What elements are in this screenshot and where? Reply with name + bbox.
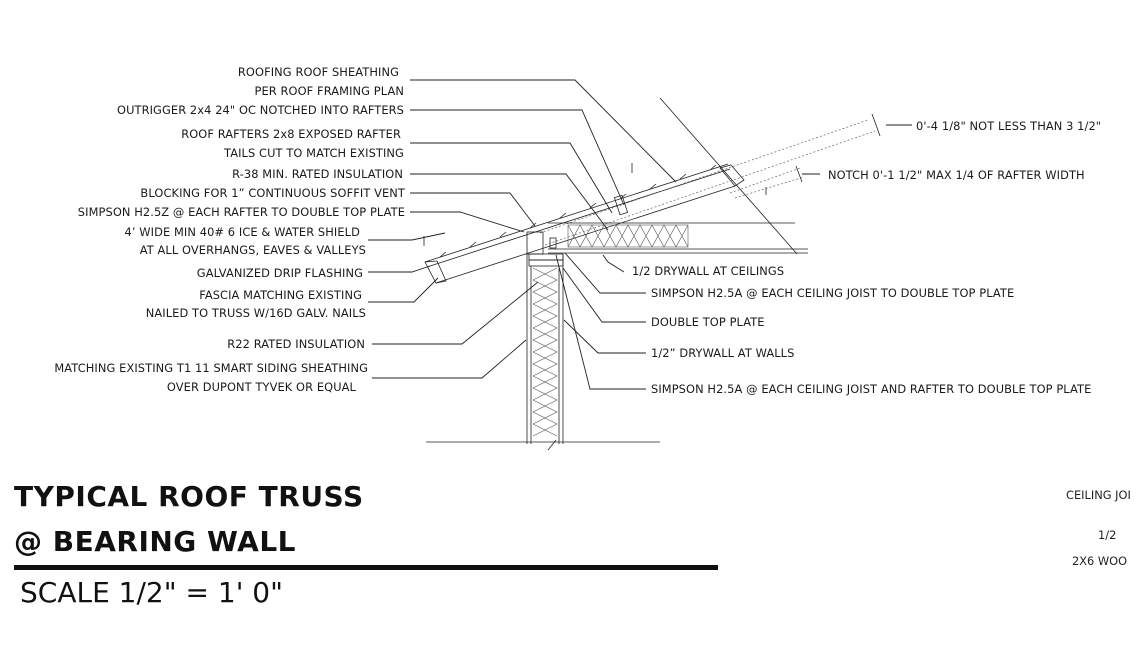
label-roof-rafters: ROOF RAFTERS 2x8 EXPOSED RAFTER	[181, 127, 401, 141]
label-drip-flashing: GALVANIZED DRIP FLASHING	[197, 266, 363, 280]
label-simpson-joist-rafter: SIMPSON H2.5A @ EACH CEILING JOIST AND R…	[651, 382, 1091, 396]
left-labels: ROOFING ROOF SHEATHING PER ROOF FRAMING …	[54, 65, 405, 394]
leader-outrigger	[410, 109, 625, 206]
right-leader-lines	[555, 124, 912, 390]
notch-extension-2	[734, 176, 805, 199]
label-roofing-sheathing: ROOFING ROOF SHEATHING	[238, 65, 399, 79]
drawing-title-line1: TYPICAL ROOF TRUSS	[14, 480, 364, 513]
leader-r38	[410, 173, 609, 231]
roof-slope-line	[659, 97, 798, 255]
outrigger-block	[613, 194, 629, 216]
leader-simpson-joist-rafter	[555, 254, 646, 390]
label-dimension-4-1-8: 0'-4 1/8" NOT LESS THAN 3 1/2"	[916, 119, 1101, 133]
drawing-title-line2: @ BEARING WALL	[14, 525, 297, 558]
leader-r22	[372, 281, 539, 345]
dim-extension-2	[544, 130, 876, 246]
leader-double-top-plate	[562, 267, 646, 323]
leader-roofing	[410, 79, 677, 183]
left-leader-lines	[368, 79, 677, 379]
roof-sheathing-bottom	[426, 168, 731, 268]
roof-sheathing-top	[424, 163, 729, 263]
notch-extension-1	[729, 167, 801, 194]
drawing-scale: SCALE 1/2" = 1' 0"	[20, 576, 283, 609]
leader-simpson-ceiling	[564, 252, 646, 294]
leader-drywall-ceiling	[602, 254, 625, 273]
leader-blocking	[410, 192, 536, 227]
label-rafter-tails: TAILS CUT TO MATCH EXISTING	[223, 146, 404, 160]
cutoff-2x6-label: 2X6 WOO	[1072, 554, 1128, 568]
top-plate-1	[528, 253, 564, 261]
break-mark	[547, 439, 557, 451]
ceiling-insulation-pattern	[567, 224, 689, 248]
label-simpson-ceiling-joist: SIMPSON H2.5A @ EACH CEILING JOIST TO DO…	[651, 286, 1014, 300]
label-double-top-plate: DOUBLE TOP PLATE	[651, 315, 765, 329]
upper-fascia	[719, 164, 745, 187]
label-fascia: FASCIA MATCHING EXISTING	[199, 288, 362, 302]
label-r22-insulation: R22 RATED INSULATION	[227, 337, 365, 351]
cutoff-ceiling-joist-label: CEILING JOI	[1066, 488, 1131, 502]
label-tyvek: OVER DUPONT TYVEK OR EQUAL	[167, 380, 357, 394]
leader-fascia	[368, 277, 439, 303]
wall-assembly	[426, 231, 660, 451]
dim-tick	[871, 113, 881, 137]
cutoff-half-label: 1/2	[1098, 528, 1117, 542]
title-underline	[14, 565, 718, 570]
label-r38-insulation: R-38 MIN. RATED INSULATION	[232, 167, 403, 181]
label-drywall-ceilings: 1/2 DRYWALL AT CEILINGS	[632, 264, 784, 278]
shingle-pattern	[439, 164, 717, 258]
dim-extension-1	[539, 119, 869, 234]
wall-insulation-pattern	[532, 267, 558, 437]
simpson-clip	[549, 237, 557, 249]
right-labels: 0'-4 1/8" NOT LESS THAN 3 1/2" NOTCH 0'-…	[632, 119, 1101, 396]
label-roof-framing-plan: PER ROOF FRAMING PLAN	[255, 84, 404, 98]
fascia-board	[424, 260, 447, 284]
leader-siding	[372, 339, 527, 379]
leader-simpson-h25z	[410, 211, 525, 233]
label-notch: NOTCH 0'-1 1/2" MAX 1/4 OF RAFTER WIDTH	[828, 168, 1085, 182]
label-drywall-walls: 1/2” DRYWALL AT WALLS	[651, 346, 794, 360]
leader-rafters	[410, 142, 613, 214]
label-siding-sheathing: MATCHING EXISTING T1 11 SMART SIDING SHE…	[54, 361, 368, 375]
leader-drip	[368, 265, 431, 273]
label-outrigger: OUTRIGGER 2x4 24" OC NOTCHED INTO RAFTER…	[117, 103, 404, 117]
roof-assembly	[423, 97, 881, 284]
wall-insulation-pattern-2	[532, 267, 558, 437]
leader-ice-shield	[368, 232, 446, 241]
label-ice-water-shield: 4’ WIDE MIN 40# 6 ICE & WATER SHIELD	[125, 225, 361, 239]
label-soffit-blocking: BLOCKING FOR 1” CONTINUOUS SOFFIT VENT	[140, 186, 405, 200]
label-fascia-nails: NAILED TO TRUSS W/16D GALV. NAILS	[146, 306, 366, 320]
label-overhangs-eaves: AT ALL OVERHANGS, EAVES & VALLEYS	[140, 243, 366, 257]
notch-tick	[795, 165, 803, 183]
label-simpson-h25z: SIMPSON H2.5Z @ EACH RAFTER TO DOUBLE TO…	[78, 205, 405, 219]
